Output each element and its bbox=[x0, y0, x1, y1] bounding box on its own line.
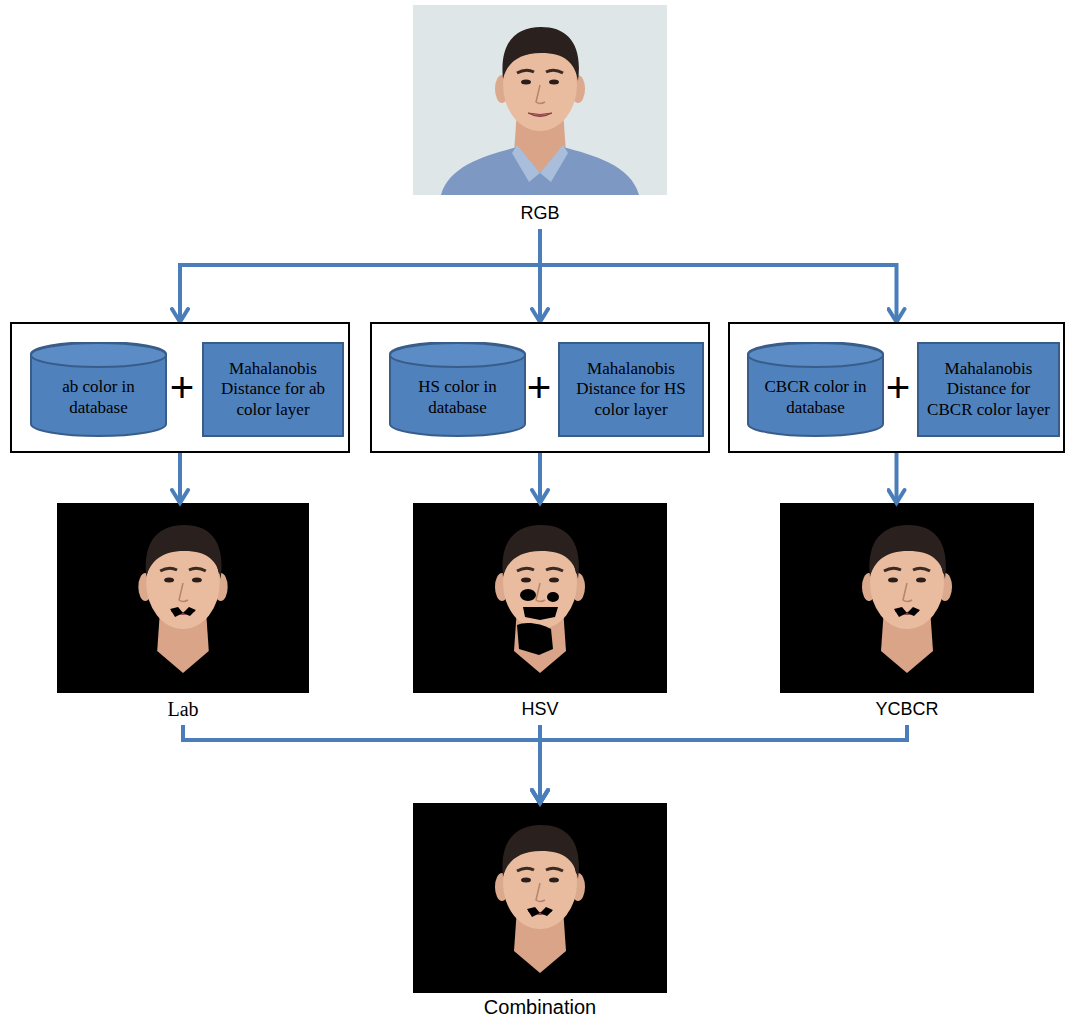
method-group-box: CBCR color in database Mahalanobis Distan… bbox=[728, 322, 1065, 453]
mask-background bbox=[57, 503, 309, 693]
box-label: Mahalanobis Distance for ab color layer bbox=[210, 359, 336, 420]
mask-hole bbox=[527, 907, 553, 917]
box-label: Mahalanobis Distance for HS color layer bbox=[566, 359, 696, 420]
box-label: ab color in database bbox=[36, 377, 161, 418]
database-cylinder: HS color in database bbox=[389, 342, 526, 437]
image-caption: Lab bbox=[167, 697, 198, 721]
image-caption: RGB bbox=[520, 203, 559, 225]
connector-arrow bbox=[540, 725, 907, 803]
mask-hole bbox=[547, 592, 559, 602]
connector-arrow bbox=[183, 725, 540, 803]
connector-arrow bbox=[895, 453, 899, 503]
connector-arrow bbox=[540, 229, 897, 322]
face-figure bbox=[862, 525, 952, 673]
segmented-face bbox=[57, 503, 309, 693]
image-panel: RGB bbox=[413, 5, 667, 229]
mask-background bbox=[413, 803, 667, 993]
connector-arrow bbox=[178, 453, 182, 503]
cylinder-body bbox=[748, 342, 883, 436]
box-label: Mahalanobis Distance for CBCR color laye… bbox=[925, 359, 1052, 420]
plus-sign: + bbox=[527, 367, 552, 409]
mask-hole bbox=[170, 607, 196, 617]
portrait-photo bbox=[413, 5, 667, 195]
image-panel: YCBCR bbox=[780, 503, 1034, 725]
process-box: Mahalanobis Distance for CBCR color laye… bbox=[917, 342, 1060, 437]
cylinder-top bbox=[31, 343, 166, 367]
face-figure bbox=[495, 825, 585, 973]
cylinder-body bbox=[390, 342, 525, 436]
shirt-figure bbox=[441, 147, 639, 195]
photo-background bbox=[413, 5, 667, 195]
face-figure bbox=[495, 525, 585, 673]
database-cylinder: CBCR color in database bbox=[747, 342, 884, 437]
collar-figure bbox=[512, 145, 540, 182]
plus-sign: + bbox=[170, 367, 195, 409]
mask-hole bbox=[520, 589, 536, 601]
image-caption: HSV bbox=[521, 699, 558, 721]
cylinder-top bbox=[748, 343, 883, 367]
face-figure bbox=[138, 525, 227, 673]
segmented-face bbox=[413, 803, 667, 993]
image-panel: Lab bbox=[57, 503, 309, 725]
mask-background bbox=[413, 503, 667, 693]
method-group-box: ab color in database Mahalanobis Distance… bbox=[10, 322, 350, 453]
segmented-face bbox=[413, 503, 667, 693]
cylinder-body bbox=[31, 342, 166, 436]
plus-sign: + bbox=[886, 367, 911, 409]
box-label: HS color in database bbox=[395, 377, 520, 418]
image-panel: Combination bbox=[413, 803, 667, 1023]
process-box: Mahalanobis Distance for ab color layer bbox=[202, 342, 344, 437]
mask-hole bbox=[894, 607, 920, 617]
mask-hole bbox=[517, 623, 553, 655]
mask-background bbox=[780, 503, 1034, 693]
method-group-box: HS color in database Mahalanobis Distance… bbox=[370, 322, 710, 453]
image-panel: HSV bbox=[413, 503, 667, 725]
database-cylinder: ab color in database bbox=[30, 342, 167, 437]
connector-arrow bbox=[538, 453, 542, 503]
connector-arrow bbox=[180, 229, 540, 322]
image-caption: Combination bbox=[484, 995, 596, 1019]
image-caption: YCBCR bbox=[875, 699, 938, 721]
collar-figure bbox=[540, 145, 568, 182]
mask-hole bbox=[523, 607, 558, 620]
segmented-face bbox=[780, 503, 1034, 693]
cylinder-top bbox=[390, 343, 525, 367]
process-box: Mahalanobis Distance for HS color layer bbox=[558, 342, 704, 437]
box-label: CBCR color in database bbox=[753, 377, 878, 418]
